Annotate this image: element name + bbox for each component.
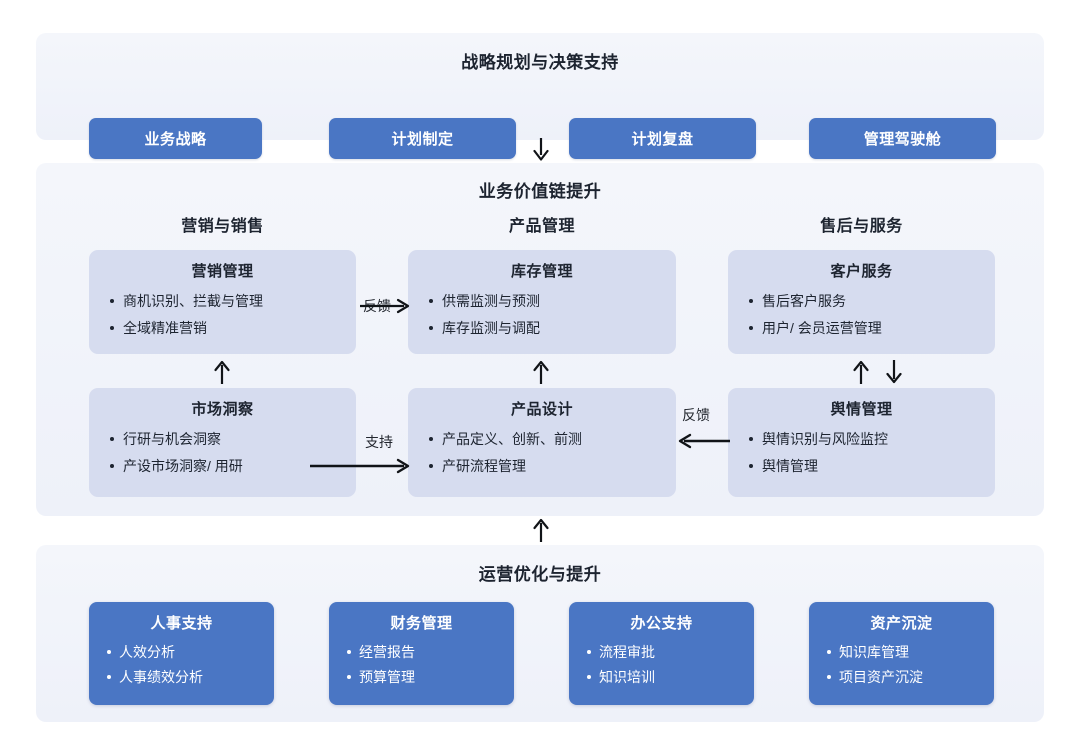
card-title: 人事支持 — [150, 615, 213, 632]
value-card-customer-service[interactable]: 客户服务 售后客户服务 用户/ 会员运营管理 — [728, 250, 995, 354]
list-item: 产品定义、创新、前测 — [429, 426, 664, 453]
arrow-up-public-opinion-to-customer-service — [851, 360, 871, 384]
strategy-item-business-strategy[interactable]: 业务战略 — [89, 118, 262, 159]
ops-card-office-support[interactable]: 办公支持 流程审批 知识培训 — [569, 602, 754, 705]
list-item: 库存监测与调配 — [429, 315, 664, 342]
arrow-left-public-opinion-to-product-design — [676, 430, 730, 452]
list-item: 知识库管理 — [827, 640, 982, 665]
card-title: 资产沉淀 — [870, 615, 933, 632]
strategy-item-plan-making[interactable]: 计划制定 — [329, 118, 516, 159]
arrow-right-marketing-to-inventory — [360, 295, 412, 317]
card-title: 市场洞察 — [191, 401, 254, 418]
list-item: 人效分析 — [107, 640, 262, 665]
value-card-market-insight[interactable]: 市场洞察 行研与机会洞察 产设市场洞察/ 用研 — [89, 388, 356, 497]
arrow-up-product-design-to-inventory — [531, 360, 551, 384]
list-item: 舆情管理 — [749, 453, 983, 480]
arrow-label-feedback-right: 反馈 — [682, 407, 710, 423]
card-list: 行研与机会洞察 产设市场洞察/ 用研 — [101, 426, 344, 480]
section-value-chain-title: 业务价值链提升 — [478, 182, 602, 201]
arrow-down-strategy-to-value — [531, 138, 551, 161]
list-item: 商机识别、拦截与管理 — [110, 288, 344, 315]
column-label: 售后与服务 — [820, 218, 903, 235]
value-column-heading-after-sales-service: 售后与服务 — [728, 212, 995, 236]
card-title: 客户服务 — [830, 263, 893, 280]
card-title: 库存管理 — [510, 263, 573, 280]
card-title: 舆情管理 — [830, 401, 893, 418]
section-strategy: 战略规划与决策支持 业务战略 计划制定 计划复盘 管理驾驶舱 — [36, 33, 1044, 159]
column-label: 产品管理 — [508, 218, 575, 235]
list-item: 人事绩效分析 — [107, 665, 262, 690]
arrow-down-customer-service-to-public-opinion — [884, 360, 904, 384]
card-list: 知识库管理 项目资产沉淀 — [821, 640, 982, 690]
card-title: 财务管理 — [390, 615, 453, 632]
value-card-product-design[interactable]: 产品设计 产品定义、创新、前测 产研流程管理 — [408, 388, 676, 497]
ops-card-finance-management[interactable]: 财务管理 经营报告 预算管理 — [329, 602, 514, 705]
value-card-inventory-management[interactable]: 库存管理 供需监测与预测 库存监测与调配 — [408, 250, 676, 354]
strategy-item-management-cockpit[interactable]: 管理驾驶舱 — [809, 118, 996, 159]
list-item: 舆情识别与风险监控 — [749, 426, 983, 453]
section-operations-title: 运营优化与提升 — [478, 565, 602, 584]
card-list: 流程审批 知识培训 — [581, 640, 742, 690]
arrow-label-support: 支持 — [365, 434, 393, 450]
list-item: 知识培训 — [587, 665, 742, 690]
list-item: 经营报告 — [347, 640, 502, 665]
list-item: 售后客户服务 — [749, 288, 983, 315]
list-item: 产研流程管理 — [429, 453, 664, 480]
list-item: 行研与机会洞察 — [110, 426, 344, 453]
strategy-item-plan-review[interactable]: 计划复盘 — [569, 118, 756, 159]
list-item: 全域精准营销 — [110, 315, 344, 342]
strategy-item-label: 计划复盘 — [631, 131, 694, 148]
value-column-heading-marketing-sales: 营销与销售 — [89, 212, 356, 236]
ops-card-hr-support[interactable]: 人事支持 人效分析 人事绩效分析 — [89, 602, 274, 705]
card-list: 经营报告 预算管理 — [341, 640, 502, 690]
card-list: 供需监测与预测 库存监测与调配 — [420, 288, 664, 342]
card-list: 产品定义、创新、前测 产研流程管理 — [420, 426, 664, 480]
card-title: 营销管理 — [191, 263, 254, 280]
arrow-up-market-insight-to-marketing — [212, 360, 232, 384]
card-title: 产品设计 — [510, 401, 573, 418]
card-title: 办公支持 — [630, 615, 693, 632]
list-item: 用户/ 会员运营管理 — [749, 315, 983, 342]
column-label: 营销与销售 — [181, 218, 264, 235]
card-list: 人效分析 人事绩效分析 — [101, 640, 262, 690]
value-card-public-opinion-management[interactable]: 舆情管理 舆情识别与风险监控 舆情管理 — [728, 388, 995, 497]
list-item: 预算管理 — [347, 665, 502, 690]
list-item: 产设市场洞察/ 用研 — [110, 453, 344, 480]
value-card-marketing-management[interactable]: 营销管理 商机识别、拦截与管理 全域精准营销 — [89, 250, 356, 354]
list-item: 项目资产沉淀 — [827, 665, 982, 690]
section-strategy-title: 战略规划与决策支持 — [461, 53, 619, 72]
arrow-right-market-insight-to-product-design — [310, 455, 412, 477]
strategy-item-label: 计划制定 — [391, 131, 454, 148]
value-column-heading-product-management: 产品管理 — [408, 212, 676, 236]
strategy-item-label: 管理驾驶舱 — [863, 131, 942, 148]
list-item: 供需监测与预测 — [429, 288, 664, 315]
arrow-up-operations-to-value — [531, 518, 551, 542]
card-list: 舆情识别与风险监控 舆情管理 — [740, 426, 983, 480]
strategy-item-label: 业务战略 — [144, 131, 207, 148]
card-list: 售后客户服务 用户/ 会员运营管理 — [740, 288, 983, 342]
card-list: 商机识别、拦截与管理 全域精准营销 — [101, 288, 344, 342]
ops-card-asset-accumulation[interactable]: 资产沉淀 知识库管理 项目资产沉淀 — [809, 602, 994, 705]
list-item: 流程审批 — [587, 640, 742, 665]
